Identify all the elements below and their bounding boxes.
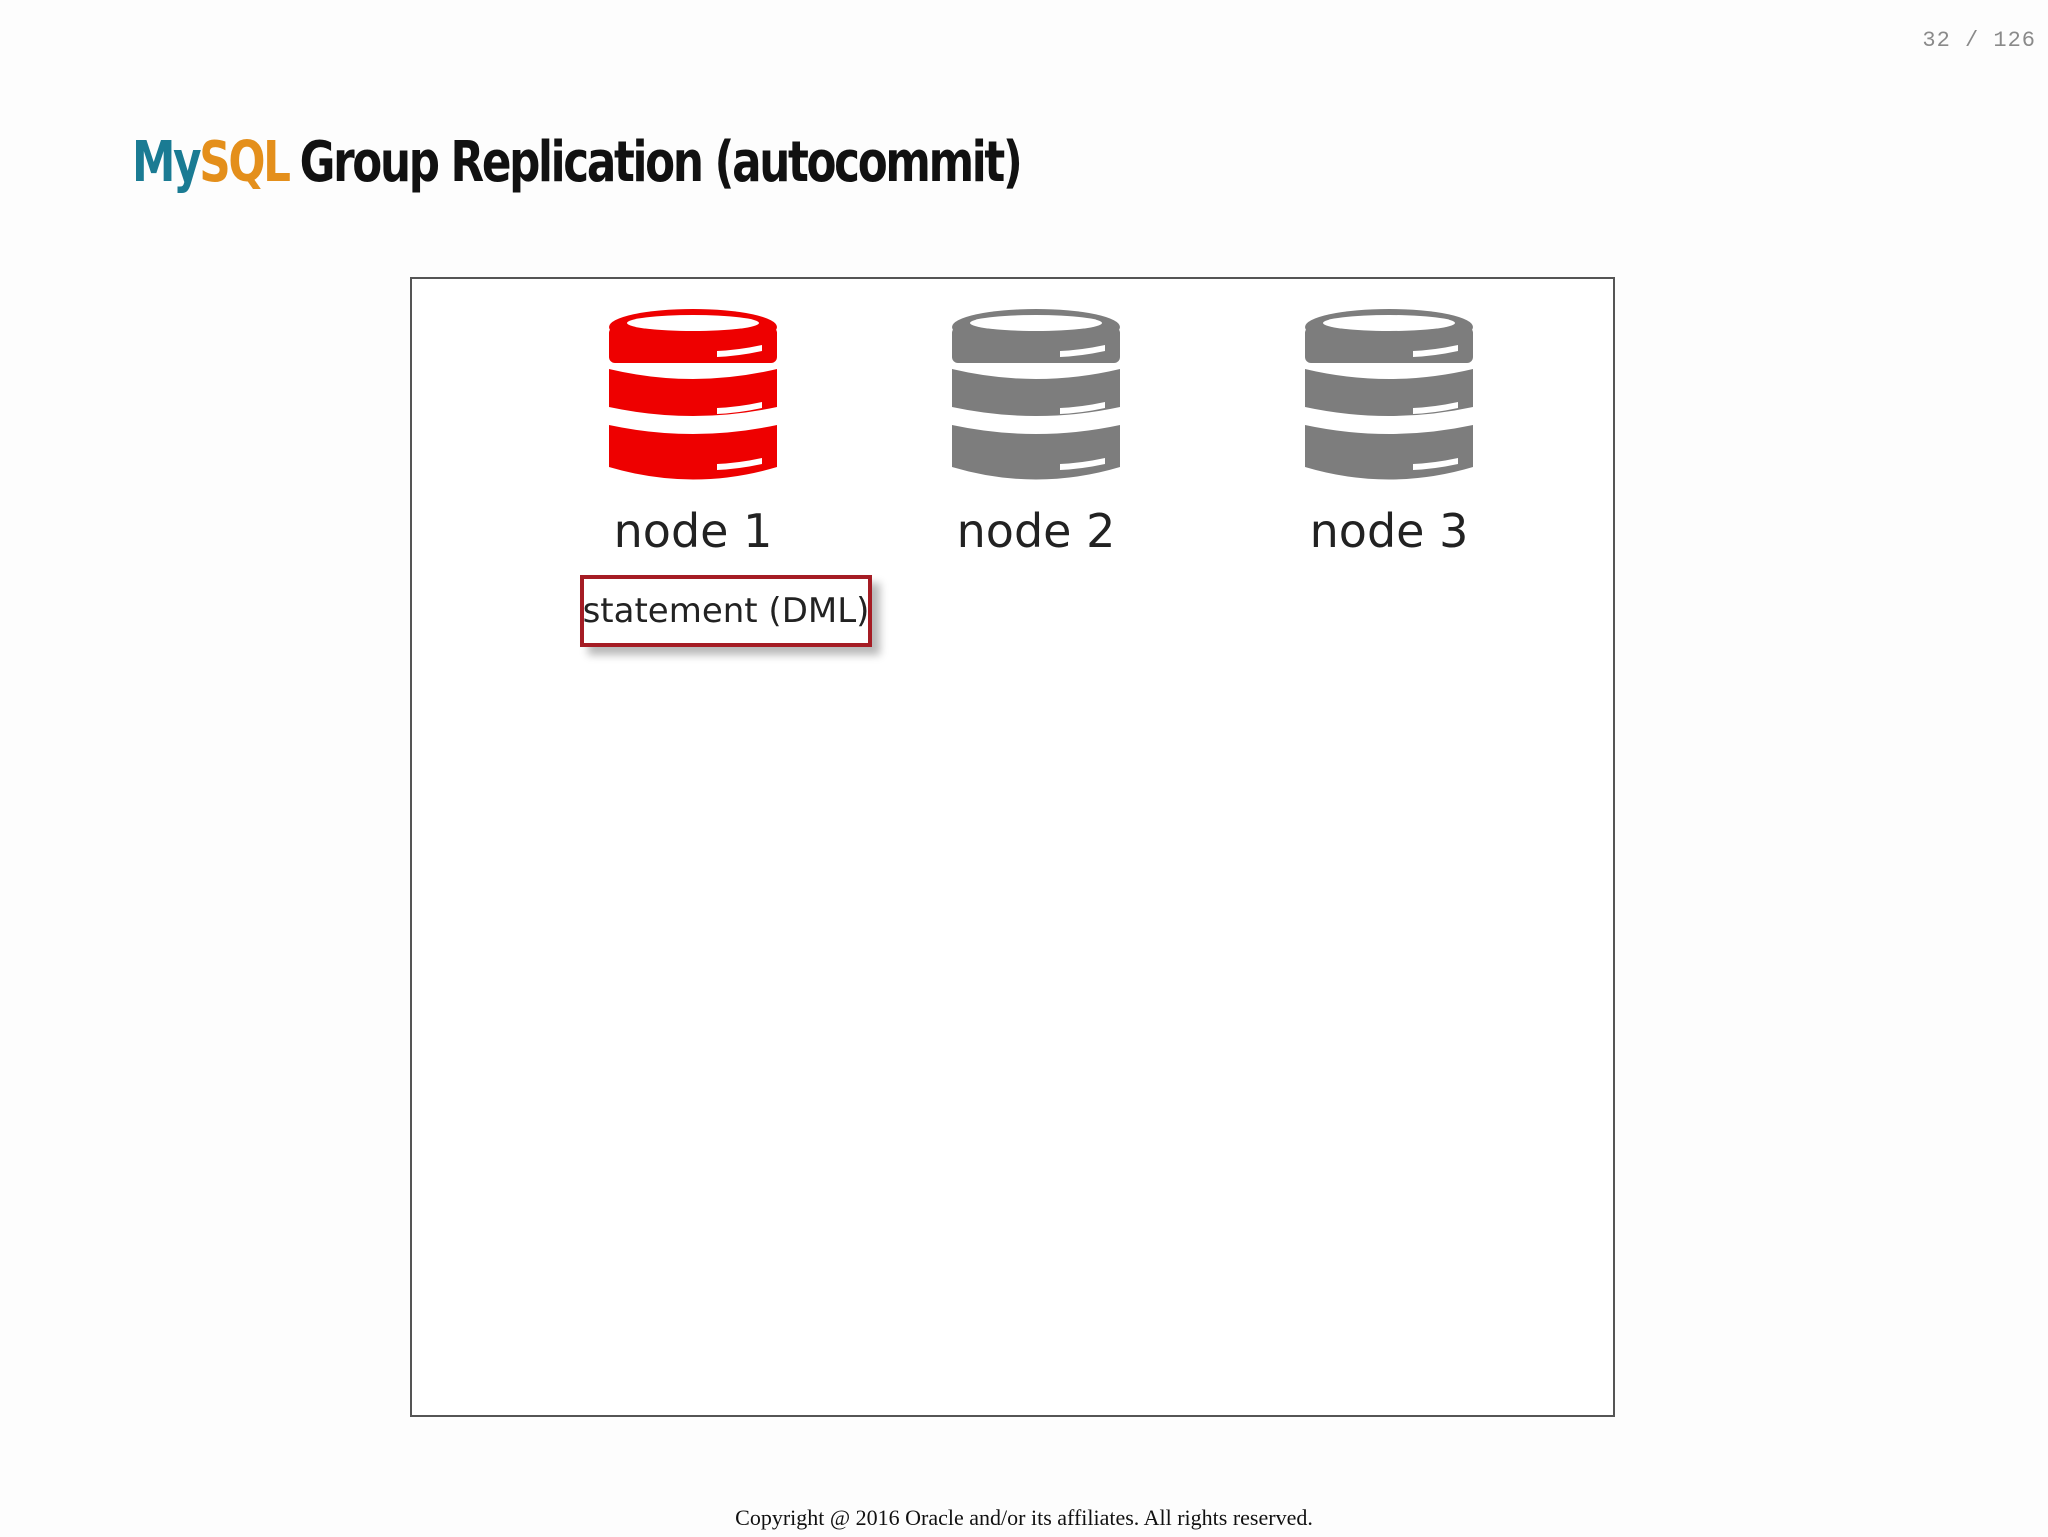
node-3: node 3 [1274,307,1504,558]
database-icon [952,309,1120,480]
node-1: node 1 [578,307,808,558]
title-my: My [132,130,202,195]
node-label: node 1 [613,504,773,558]
node-label: node 3 [1309,504,1469,558]
node-2: node 2 [921,307,1151,558]
replication-diagram: node 1 node 2 [410,277,1615,1417]
node-label: node 2 [956,504,1116,558]
copyright-footer: Copyright @ 2016 Oracle and/or its affil… [735,1505,1313,1530]
database-icon [609,309,777,480]
title-sql: SQL [199,130,291,195]
database-icon [1305,309,1473,480]
statement-box: statement (DML) [580,575,872,647]
slide-counter: 32 / 126 [1922,28,2036,53]
title-rest: Group Replication (autocommit) [299,130,1023,195]
